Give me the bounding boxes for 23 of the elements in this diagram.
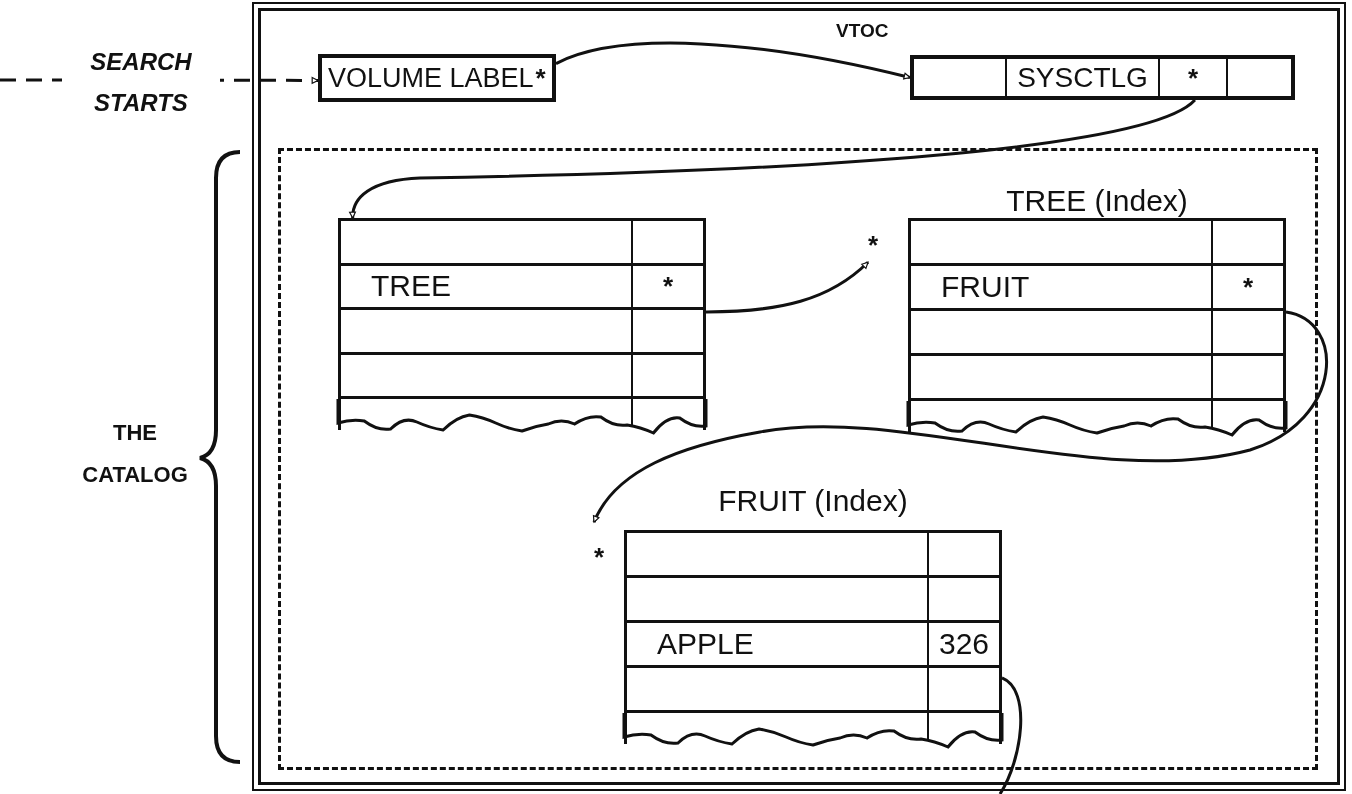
entry-name: FRUIT xyxy=(941,272,1030,302)
catalog-area xyxy=(278,148,1318,770)
section-heading: VTOC xyxy=(836,20,889,42)
entry-name: TREE xyxy=(371,271,451,302)
volume-label-box xyxy=(318,54,556,102)
pointer-mark: * xyxy=(1187,64,1199,91)
pointer-mark: * xyxy=(535,65,546,91)
pointer-mark: * xyxy=(1242,274,1254,300)
pointer-value: 326 xyxy=(938,629,990,659)
pointer-mark: * xyxy=(868,232,879,262)
arrow xyxy=(592,310,1328,523)
pointer-mark: * xyxy=(594,544,605,574)
entry-name: APPLE xyxy=(657,629,754,659)
arrow xyxy=(349,98,1196,219)
side-label: THE CATALOG xyxy=(81,419,189,489)
box-label: VOLUME LABEL xyxy=(328,64,534,92)
table-title: TREE (Index) xyxy=(1006,186,1188,216)
pointer-mark: * xyxy=(662,273,674,300)
table-title: FRUIT (Index) xyxy=(718,486,908,516)
vtoc-record xyxy=(910,55,1295,100)
dataset-name: SYSCTLG xyxy=(1017,63,1148,92)
arrow xyxy=(555,41,911,80)
arrow xyxy=(705,261,869,314)
